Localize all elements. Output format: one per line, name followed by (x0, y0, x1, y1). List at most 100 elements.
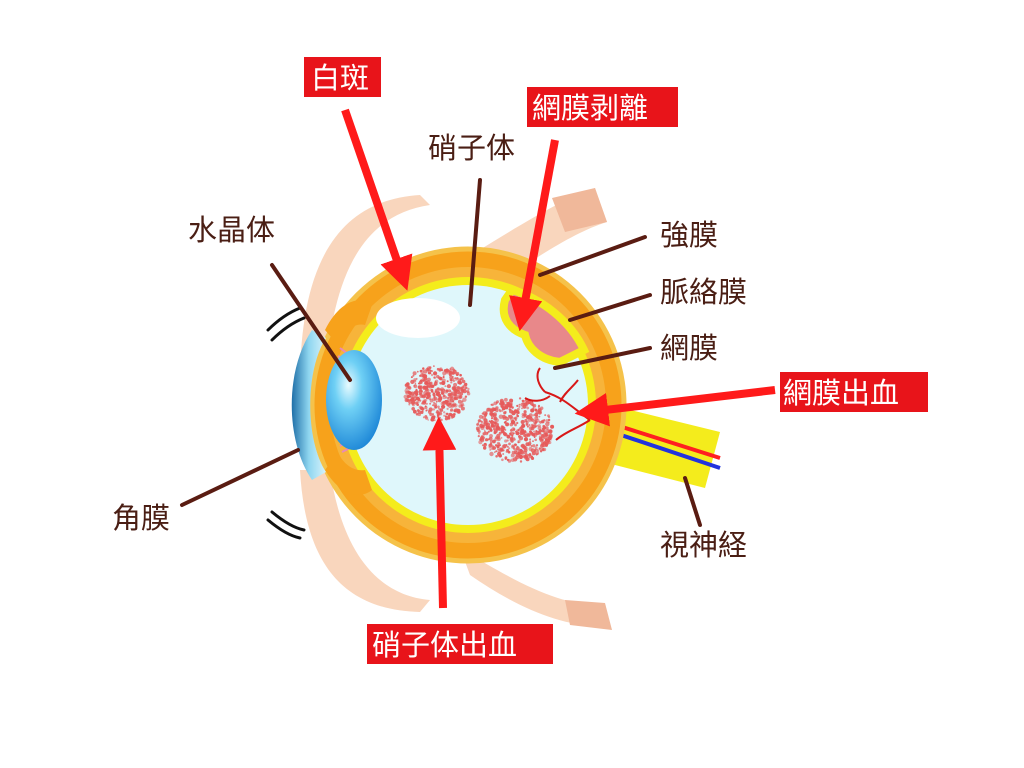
hemorrhage-dot (442, 371, 447, 376)
eyeball (309, 246, 627, 564)
hemorrhage-dot (527, 433, 531, 437)
hemorrhage-dot (436, 409, 439, 413)
hemorrhage-dot (420, 373, 424, 378)
hemorrhage-dot (521, 407, 523, 410)
hemorrhage-dot (415, 396, 420, 401)
hemorrhage-dot (548, 416, 551, 419)
arrow-retinal-hemorrhage (574, 386, 776, 427)
hemorrhage-dot (444, 385, 447, 388)
hemorrhage-dot (419, 388, 423, 392)
hemorrhage-dot (517, 429, 520, 432)
hemorrhage-dot (516, 413, 519, 416)
hemorrhage-dot (478, 432, 481, 435)
hemorrhage-dot (512, 447, 516, 450)
hemorrhage-dot (501, 406, 506, 411)
hemorrhage-dot (439, 368, 442, 371)
hemorrhage-dot (523, 455, 527, 459)
hemorrhage-dot (442, 376, 445, 379)
hemorrhage-dot (453, 403, 458, 408)
hemorrhage-dot (525, 421, 529, 425)
hemorrhage-dot (504, 457, 507, 460)
hemorrhage-dot (426, 409, 428, 412)
hemorrhage-dot (446, 384, 451, 389)
hemorrhage-dot (464, 382, 468, 387)
hemorrhage-dot (532, 444, 536, 448)
hemorrhage-dot (480, 438, 485, 443)
hemorrhage-dot (520, 419, 525, 425)
white-spot (376, 298, 460, 338)
hemorrhage-dot (467, 387, 470, 391)
hemorrhage-dot (495, 409, 499, 413)
hemorrhage-dot (451, 377, 455, 381)
hemorrhage-dot (534, 419, 536, 422)
hemorrhage-dot (523, 448, 528, 453)
hemorrhage-dot (534, 438, 537, 442)
hemorrhage-dot (520, 425, 524, 429)
hemorrhage-dot (505, 401, 508, 404)
hemorrhage-dot (448, 404, 452, 408)
vitreous-hemorrhage-spot (403, 365, 471, 422)
hemorrhage-dot (431, 384, 435, 388)
hemorrhage-dot (416, 400, 420, 404)
hemorrhage-dot (433, 371, 438, 376)
hemorrhage-dot (518, 436, 524, 441)
hemorrhage-dot (492, 424, 495, 428)
hemorrhage-dot (538, 415, 541, 418)
hemorrhage-dot (432, 397, 436, 402)
hemorrhage-dot (537, 405, 541, 408)
hemorrhage-dot (437, 407, 440, 410)
hemorrhage-dot (464, 395, 468, 398)
hemorrhage-dot (496, 441, 500, 445)
hemorrhage-dot (501, 425, 503, 427)
hemorrhage-dot (449, 368, 452, 371)
hemorrhage-dot (460, 406, 465, 411)
hemorrhage-dot (491, 417, 493, 420)
hemorrhage-dot (411, 407, 416, 411)
hemorrhage-dot (537, 449, 540, 452)
hemorrhage-dot (419, 406, 424, 411)
hemorrhage-dot (489, 434, 493, 438)
hemorrhage-dot (484, 431, 489, 436)
hemorrhage-dot (460, 377, 464, 381)
label-retinal-hemorrhage: 網膜出血 (783, 376, 899, 410)
hemorrhage-dot (491, 444, 494, 447)
hemorrhage-dot (493, 431, 497, 435)
hemorrhage-dot (427, 410, 432, 414)
hemorrhage-dot (526, 406, 530, 410)
hemorrhage-dot (505, 444, 508, 446)
hemorrhage-dot (490, 403, 493, 406)
hemorrhage-dot (501, 458, 504, 462)
hemorrhage-dot (426, 396, 429, 400)
hemorrhage-dot (482, 411, 487, 416)
hemorrhage-dot (504, 411, 507, 413)
hemorrhage-dot (497, 451, 502, 457)
hemorrhage-dot (405, 398, 409, 402)
hemorrhage-dot (528, 424, 531, 427)
hemorrhage-dot (466, 390, 470, 394)
hemorrhage-dot (417, 385, 422, 389)
hemorrhage-dot (432, 408, 436, 411)
hemorrhage-dot (508, 403, 513, 408)
hemorrhage-dot (527, 441, 532, 446)
hemorrhage-dot (528, 446, 533, 452)
hemorrhage-dot (511, 437, 514, 439)
hemorrhage-dot (458, 395, 462, 400)
hemorrhage-dot (445, 389, 449, 393)
hemorrhage-dot (409, 392, 412, 395)
hemorrhage-dot (496, 400, 499, 404)
hemorrhage-dot (515, 431, 520, 435)
hemorrhage-dot (514, 423, 517, 427)
hemorrhage-dot (422, 367, 425, 370)
hemorrhage-dot (542, 426, 547, 430)
superior-muscle-tendon (552, 188, 607, 232)
hemorrhage-dot (509, 409, 513, 414)
hemorrhage-dot (477, 435, 480, 438)
cornea (291, 330, 326, 480)
hemorrhage-dot (533, 430, 536, 433)
hemorrhage-dot (447, 414, 450, 417)
hemorrhage-dot (446, 380, 449, 383)
hemorrhage-dot (509, 432, 512, 435)
hemorrhage-dot (520, 452, 524, 456)
hemorrhage-dot (435, 400, 438, 403)
hemorrhage-dot (490, 414, 493, 417)
